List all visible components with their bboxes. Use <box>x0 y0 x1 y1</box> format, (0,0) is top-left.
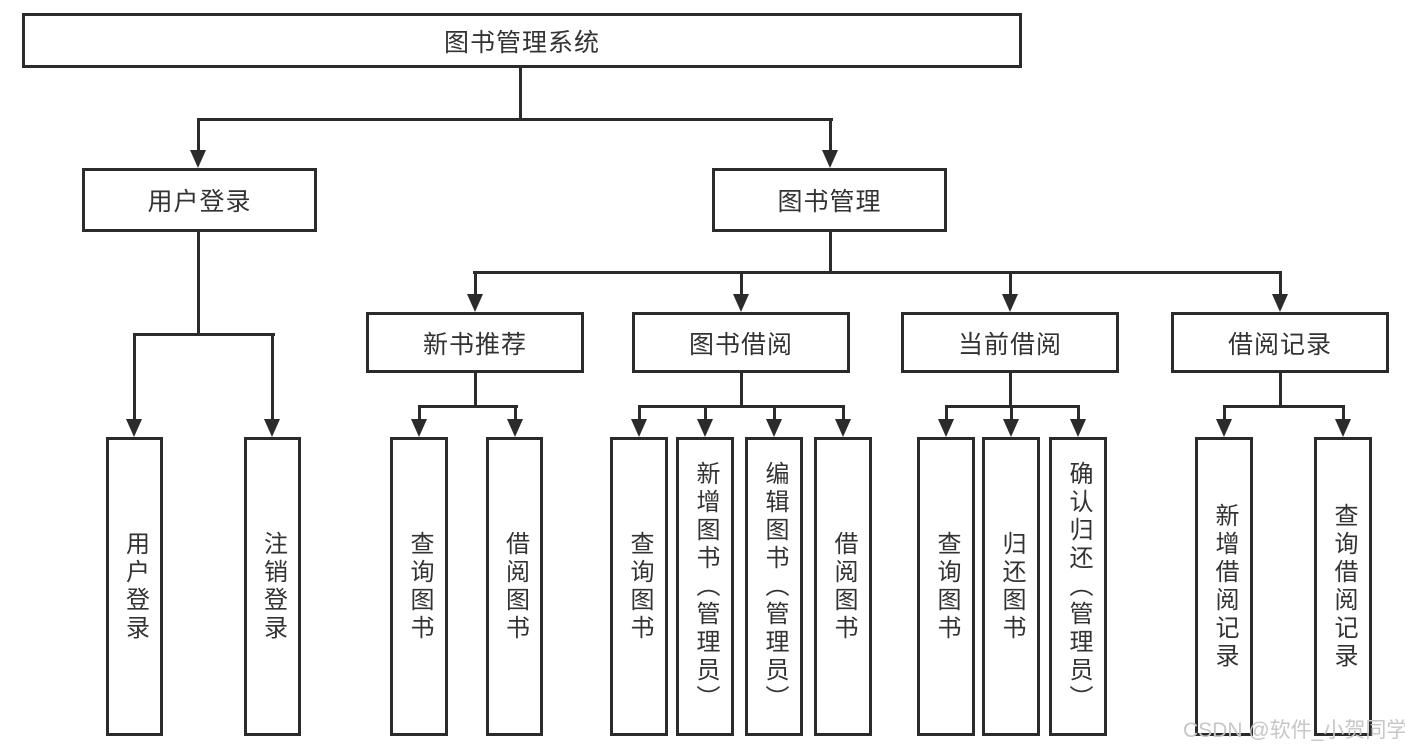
leaf-label: 用户登录 <box>121 530 149 643</box>
leaf-logout: 注销登录 <box>244 437 301 736</box>
connector-root-bus <box>197 118 833 121</box>
leaf-label: 新增图书（管理员） <box>692 460 719 713</box>
leaf-label: 确认归还（管理员） <box>1065 460 1092 713</box>
leaf-current-query-book: 查询图书 <box>917 437 975 736</box>
connector-user-login-stem <box>197 232 200 336</box>
connector-arrow-shaft <box>704 405 707 421</box>
node-book-management: 图书管理 <box>712 168 947 232</box>
arrow-down-icon <box>1216 419 1232 437</box>
node-borrowing-records: 借阅记录 <box>1171 312 1389 373</box>
connector-arrow-shaft <box>773 405 776 421</box>
connector-borrowing-bus <box>638 405 845 408</box>
leaf-user-login: 用户登录 <box>106 437 163 736</box>
leaf-label: 编辑图书（管理员） <box>761 460 788 713</box>
arrow-down-icon <box>766 419 782 437</box>
leaf-confirm-return-admin: 确认归还（管理员） <box>1049 437 1107 736</box>
connector-arrow-shaft <box>945 405 948 421</box>
leaf-return-book: 归还图书 <box>982 437 1040 736</box>
node-label: 图书管理 <box>777 188 882 216</box>
arrow-down-icon <box>467 294 483 312</box>
leaf-recommend-borrow-book: 借阅图书 <box>486 437 543 736</box>
leaf-borrow-book: 借阅图书 <box>814 437 872 736</box>
connector-records-stem <box>1279 373 1282 407</box>
connector-current-stem <box>1009 373 1012 407</box>
node-label: 借阅记录 <box>1227 330 1332 359</box>
node-library-management-system: 图书管理系统 <box>22 13 1022 68</box>
connector-arrow-shaft <box>271 333 274 421</box>
watermark-text: CSDN @软件_小贺同学 <box>1183 719 1405 742</box>
connector-arrow-shaft <box>1077 405 1080 421</box>
connector-book-mgmt-stem <box>829 232 832 273</box>
connector-arrow-shaft <box>197 118 200 152</box>
connector-arrow-shaft <box>1342 405 1345 421</box>
node-new-book-recommend: 新书推荐 <box>366 312 584 373</box>
arrow-down-icon <box>733 294 749 312</box>
arrow-down-icon <box>507 419 523 437</box>
leaf-label: 新增借阅记录 <box>1211 502 1238 671</box>
leaf-label: 注销登录 <box>259 530 287 643</box>
node-current-borrowing: 当前借阅 <box>901 312 1119 373</box>
arrow-down-icon <box>264 419 280 437</box>
connector-user-login-bus <box>133 333 275 336</box>
connector-arrow-shaft <box>474 271 477 296</box>
node-label: 图书管理系统 <box>443 28 600 57</box>
node-user-login: 用户登录 <box>82 168 317 232</box>
leaf-edit-book-admin: 编辑图书（管理员） <box>745 437 803 736</box>
arrow-down-icon <box>1003 419 1019 437</box>
leaf-label: 查询图书 <box>933 530 960 643</box>
leaf-query-borrow-record: 查询借阅记录 <box>1314 437 1372 736</box>
arrow-down-icon <box>822 150 838 168</box>
arrow-down-icon <box>1335 419 1351 437</box>
node-label: 当前借阅 <box>957 330 1062 359</box>
arrow-down-icon <box>835 419 851 437</box>
arrow-down-icon <box>126 419 142 437</box>
node-label: 用户登录 <box>147 188 252 216</box>
connector-borrowing-stem <box>740 373 743 407</box>
arrow-down-icon <box>411 419 427 437</box>
arrow-down-icon <box>1272 294 1288 312</box>
connector-arrow-shaft <box>740 271 743 296</box>
connector-arrow-shaft <box>418 405 421 421</box>
arrow-down-icon <box>190 150 206 168</box>
connector-arrow-shaft <box>514 405 517 421</box>
leaf-label: 借阅图书 <box>501 530 529 643</box>
connector-recommend-bus <box>418 405 518 408</box>
connector-arrow-shaft <box>1279 271 1282 296</box>
connector-arrow-shaft <box>133 333 136 421</box>
connector-book-mgmt-bus <box>473 271 1282 274</box>
connector-arrow-shaft <box>829 118 832 152</box>
node-label: 新书推荐 <box>422 330 527 359</box>
leaf-label: 借阅图书 <box>830 530 857 643</box>
arrow-down-icon <box>1070 419 1086 437</box>
leaf-add-borrow-record: 新增借阅记录 <box>1195 437 1253 736</box>
connector-arrow-shaft <box>638 405 641 421</box>
leaf-label: 查询图书 <box>626 530 653 643</box>
connector-arrow-shaft <box>1010 405 1013 421</box>
arrow-down-icon <box>631 419 647 437</box>
connector-arrow-shaft <box>842 405 845 421</box>
leaf-label: 查询借阅记录 <box>1330 502 1357 671</box>
connector-records-bus <box>1223 405 1345 408</box>
leaf-label: 归还图书 <box>998 530 1025 643</box>
node-book-borrowing: 图书借阅 <box>632 312 850 373</box>
node-label: 图书借阅 <box>688 330 793 359</box>
connector-root-stem <box>519 68 522 120</box>
leaf-recommend-query-book: 查询图书 <box>390 437 448 736</box>
connector-arrow-shaft <box>1223 405 1226 421</box>
connector-recommend-stem <box>474 373 477 407</box>
leaf-borrowing-query-book: 查询图书 <box>610 437 668 736</box>
arrow-down-icon <box>1002 294 1018 312</box>
arrow-down-icon <box>938 419 954 437</box>
leaf-label: 查询图书 <box>406 530 433 643</box>
arrow-down-icon <box>697 419 713 437</box>
leaf-add-book-admin: 新增图书（管理员） <box>676 437 734 736</box>
connector-arrow-shaft <box>1009 271 1012 296</box>
